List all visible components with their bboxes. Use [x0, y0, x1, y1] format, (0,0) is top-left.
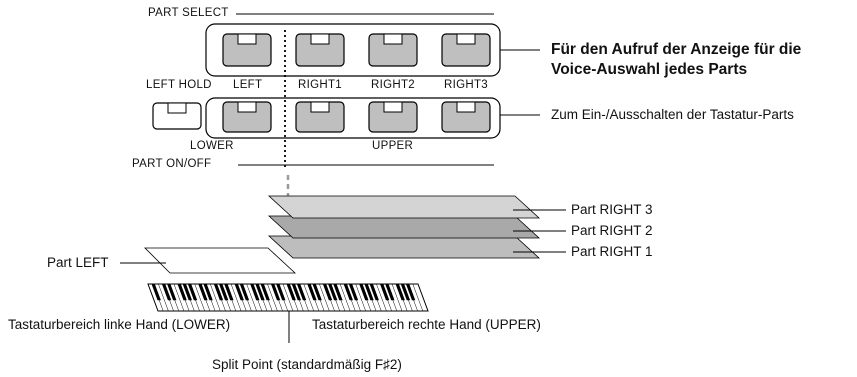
black-key: [239, 284, 250, 301]
black-key: [286, 284, 296, 301]
part-left-label: Part LEFT: [47, 255, 109, 270]
right2-onoff-button: [368, 101, 418, 133]
white-key-divider: [173, 283, 185, 312]
black-key: [276, 284, 286, 301]
black-key: [348, 284, 359, 301]
left-button-label: LEFT: [233, 79, 263, 91]
white-key-divider: [282, 283, 294, 312]
part-left-layer: [144, 247, 297, 274]
white-key-divider: [267, 283, 278, 312]
part-right1-label: Part RIGHT 1: [571, 244, 653, 259]
black-key: [187, 284, 198, 301]
white-key-divider: [158, 283, 169, 312]
part-right3-label: Part RIGHT 3: [571, 202, 653, 217]
part-select-buttons: [222, 33, 491, 67]
part-right2-label: Part RIGHT 2: [571, 223, 653, 238]
black-key: [219, 284, 229, 301]
part-select-label: PART SELECT: [148, 7, 229, 19]
black-key: [213, 284, 224, 301]
black-key: [167, 284, 177, 301]
black-key: [307, 284, 317, 301]
left-hold-button: [152, 102, 202, 130]
white-key-divider: [412, 283, 424, 312]
white-key-divider: [246, 283, 257, 312]
white-key-divider: [376, 283, 387, 312]
black-key: [291, 284, 302, 301]
black-key: [369, 284, 379, 301]
white-key-divider: [303, 283, 315, 312]
white-key-divider: [339, 283, 351, 312]
left-select-button: [222, 33, 272, 67]
right3-select-button: [441, 33, 491, 67]
black-key: [255, 284, 265, 301]
black-key: [405, 284, 416, 301]
part-right3-layer: [267, 195, 541, 219]
black-key: [379, 284, 390, 301]
right2-select-button: [368, 33, 418, 67]
black-key: [395, 284, 405, 301]
black-key: [260, 284, 270, 301]
white-key-divider: [391, 283, 403, 312]
voice-select-callout-line1: Für den Aufruf der Anzeige für die: [551, 41, 802, 58]
white-key-divider: [355, 283, 366, 312]
upper-range-label: Tastaturbereich rechte Hand (UPPER): [312, 317, 541, 332]
lower-range-label: Tastaturbereich linke Hand (LOWER): [8, 317, 231, 332]
white-key-divider: [194, 283, 205, 312]
black-key: [296, 284, 307, 301]
black-key: [322, 284, 333, 301]
black-key: [359, 284, 369, 301]
part-onoff-buttons: [222, 101, 491, 133]
right3-onoff-button: [441, 101, 491, 133]
black-key: [182, 284, 193, 301]
right1-select-button: [295, 33, 345, 67]
black-key: [234, 284, 244, 301]
lower-label: LOWER: [190, 140, 234, 152]
black-key: [328, 284, 338, 301]
upper-label: UPPER: [372, 140, 414, 152]
onoff-callout: Zum Ein-/Ausschalten der Tastatur-Parts: [551, 107, 794, 122]
black-key: [400, 284, 411, 301]
part-onoff-group-frame: [205, 97, 501, 139]
white-key-divider: [210, 283, 221, 312]
white-key-divider: [230, 283, 242, 312]
black-key: [250, 284, 260, 301]
white-key-divider: [319, 283, 330, 312]
right3-button-label: RIGHT3: [444, 79, 488, 91]
black-key: [161, 284, 172, 301]
left-onoff-button: [222, 101, 272, 133]
black-key: [333, 284, 343, 301]
right1-onoff-button: [295, 101, 345, 133]
black-key: [224, 284, 234, 301]
black-key: [270, 284, 281, 301]
split-point-label: Split Point (standardmäßig F♯2): [212, 357, 402, 372]
part-right1-layer: [267, 235, 541, 259]
part-onoff-label: PART ON/OFF: [132, 158, 212, 170]
left-hold-label: LEFT HOLD: [146, 79, 212, 91]
black-key: [312, 284, 322, 301]
black-key: [343, 284, 353, 301]
black-key: [177, 284, 187, 301]
black-key: [364, 284, 374, 301]
black-key: [385, 284, 395, 301]
voice-select-callout-line2: Voice-Auswahl jedes Parts: [551, 61, 748, 78]
keyboard-illustration: [147, 283, 429, 312]
right1-button-label: RIGHT1: [298, 79, 342, 91]
black-key: [203, 284, 213, 301]
right2-button-label: RIGHT2: [371, 79, 415, 91]
black-key: [151, 284, 161, 301]
part-right2-layer: [267, 215, 541, 239]
black-key: [198, 284, 208, 301]
